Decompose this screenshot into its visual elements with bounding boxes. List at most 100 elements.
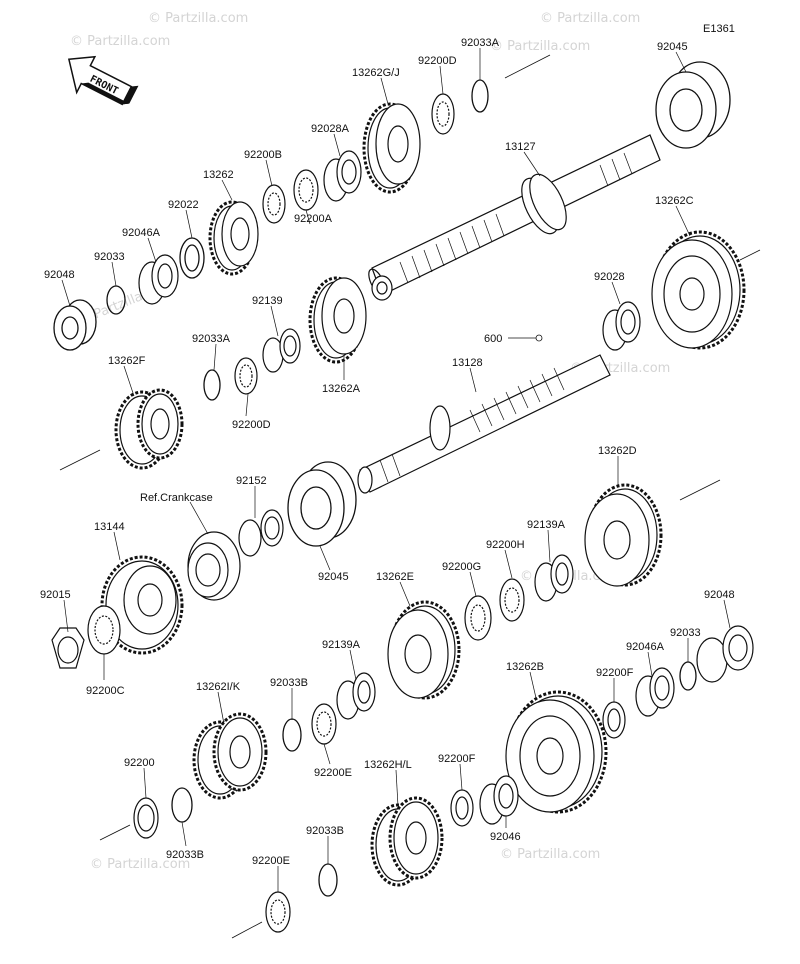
label-92045-top: 92045: [657, 41, 688, 53]
front-arrow-icon: FRONT: [67, 55, 139, 106]
label-92200F-low: 92200F: [438, 753, 476, 765]
washer-92200: [99, 797, 159, 841]
washer-92200C: [87, 605, 121, 655]
label-92200A: 92200A: [294, 213, 333, 225]
watermark-text: © Partzilla.com: [90, 857, 190, 872]
label-92022: 92022: [168, 199, 199, 211]
label-13262B: 13262B: [506, 661, 544, 673]
label-92033B-low: 92033B: [166, 849, 204, 861]
label-600: 600: [484, 333, 502, 345]
label-92046A-right: 92046A: [626, 641, 665, 653]
washer-92200F-low: [450, 789, 474, 827]
washer-92200A: [293, 169, 319, 211]
gear-13262D: [584, 479, 721, 587]
watermark-text: © Partzilla.com: [540, 11, 640, 26]
label-92139A-mid: 92139A: [322, 639, 361, 651]
label-13262C: 13262C: [655, 195, 694, 207]
bearing-92045-mid: [287, 461, 357, 547]
label-13262GJ: 13262G/J: [352, 67, 400, 79]
label-92048-right: 92048: [704, 589, 735, 601]
bushing-92048-right: [696, 625, 754, 683]
washer-92200E-mid: [311, 703, 337, 745]
watermark-text: © Partzilla.com: [70, 34, 170, 49]
bearing-92048-top: [53, 299, 97, 351]
label-92015: 92015: [40, 589, 71, 601]
label-92046: 92046: [490, 831, 521, 843]
diagram-code: E1361: [703, 23, 735, 35]
label-13262A: 13262A: [322, 383, 361, 395]
nut-92015: [51, 627, 85, 669]
label-92033B-bot: 92033B: [306, 825, 344, 837]
gear-13262B: [505, 690, 608, 814]
circlip-92033B-low: [171, 787, 193, 823]
watermark-text: © Partzilla.com: [500, 847, 600, 862]
circlip-92033B-mid: [282, 718, 302, 752]
label-92033-right: 92033: [670, 627, 701, 639]
label-92200E-bot: 92200E: [252, 855, 290, 867]
circlip-92033B-bot: [318, 863, 338, 897]
label-92033-top: 92033: [94, 251, 125, 263]
callout-600: [508, 334, 543, 342]
needle-bearing-92139A-mid: [336, 672, 376, 720]
label-13127: 13127: [505, 141, 536, 153]
label-92152: 92152: [236, 475, 267, 487]
gear-13262GJ: [362, 102, 421, 194]
label-13262E: 13262E: [376, 571, 414, 583]
circlip-92033A-mid: [203, 369, 221, 401]
label-92200D-top: 92200D: [418, 55, 457, 67]
label-92200H: 92200H: [486, 539, 525, 551]
label-92139: 92139: [252, 295, 283, 307]
ref-crankcase-label: Ref.Crankcase: [140, 492, 213, 504]
label-92048-top: 92048: [44, 269, 75, 281]
label-92200C: 92200C: [86, 685, 125, 697]
washer-92200B: [262, 184, 286, 224]
label-92028A: 92028A: [311, 123, 350, 135]
label-92200D-mid: 92200D: [232, 419, 271, 431]
label-92033A-top: 92033A: [461, 37, 500, 49]
needle-bearing-92046: [479, 775, 519, 825]
watermark-text: © Partzilla.com: [148, 11, 248, 26]
washer-92200E-bot: [231, 891, 291, 939]
label-92045-mid: 92045: [318, 571, 349, 583]
gear-13262HL: [370, 796, 444, 887]
label-92200G: 92200G: [442, 561, 481, 573]
label-13262HL: 13262H/L: [364, 759, 412, 771]
needle-bearing-92028A: [323, 150, 362, 202]
label-92033A-mid: 92033A: [192, 333, 231, 345]
label-92200E-mid: 92200E: [314, 767, 352, 779]
oil-seal-crankcase: [187, 531, 241, 601]
washer-92200G: [464, 595, 492, 641]
leader-lines: [61, 48, 731, 892]
needle-bearing-92028: [602, 301, 641, 351]
washer-92022: [179, 237, 205, 279]
label-13262F: 13262F: [108, 355, 146, 367]
label-92028: 92028: [594, 271, 625, 283]
needle-bearing-92139A-right: [534, 554, 574, 602]
washer-92200D-mid: [234, 357, 258, 395]
collar-92152: [238, 509, 284, 557]
gear-13262A: [308, 276, 367, 364]
label-13262: 13262: [203, 169, 234, 181]
watermark-text: © Partzilla.com: [490, 39, 590, 54]
gear-13262C: [651, 230, 746, 350]
gear-13262: [208, 200, 259, 276]
label-13144: 13144: [94, 521, 125, 533]
label-92033B-mid: 92033B: [270, 677, 308, 689]
label-13262IK: 13262I/K: [196, 681, 241, 693]
label-92139A-right: 92139A: [527, 519, 566, 531]
output-shaft-13127: [368, 54, 761, 301]
needle-bearing-92046A-right: [635, 667, 675, 717]
gear-13262F: [114, 388, 184, 470]
label-92200B: 92200B: [244, 149, 282, 161]
washer-92200D-top: [431, 93, 455, 135]
circlip-92033A-top: [471, 79, 489, 113]
label-92200: 92200: [124, 757, 155, 769]
label-13262D: 13262D: [598, 445, 637, 457]
washer-92200H: [499, 578, 525, 622]
washer-92200F-right: [602, 701, 626, 739]
bearing-92045-top: [655, 61, 731, 149]
label-92046A-top: 92046A: [122, 227, 161, 239]
label-13128: 13128: [452, 357, 483, 369]
circlip-92033-right: [679, 661, 697, 691]
